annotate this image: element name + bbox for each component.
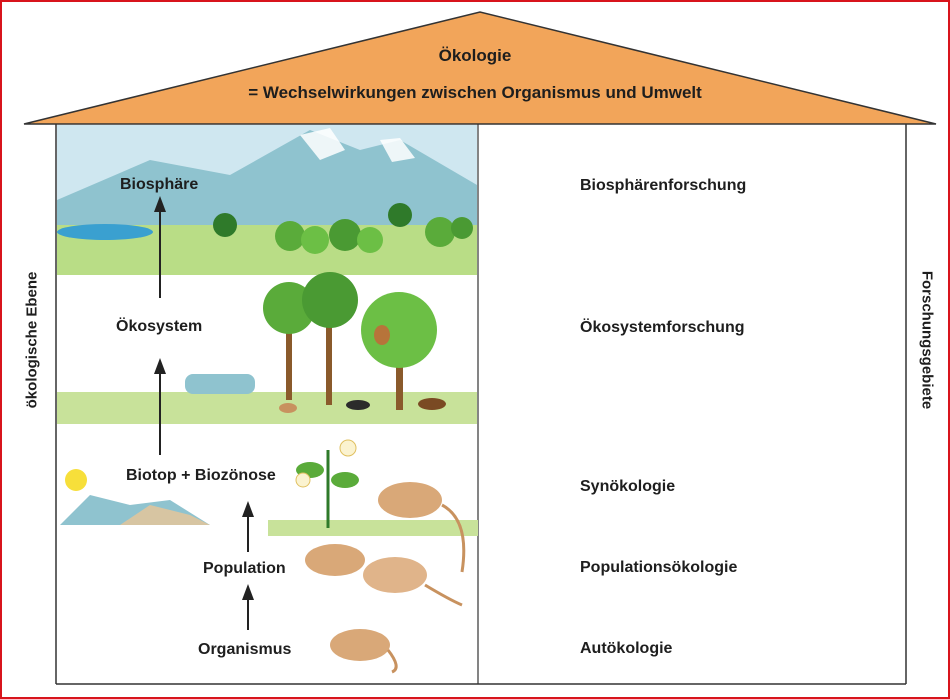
weasel-icon (418, 398, 446, 410)
roof-subtitle: = Wechselwirkungen zwischen Organismus u… (248, 83, 702, 102)
tree-icon (302, 272, 358, 405)
field-population-ecology: Populationsökologie (580, 559, 738, 576)
field-ecosystem-research: Ökosystemforschung (580, 319, 745, 336)
right-side-label: Forschungsgebiete (918, 270, 936, 410)
bush (185, 374, 255, 394)
arrow-up-icon (154, 358, 166, 455)
snow-peak (380, 138, 415, 162)
level-organism: Organismus (198, 641, 292, 658)
mouse-icon (305, 544, 365, 576)
snow-peak (300, 128, 345, 160)
field-autecology: Autökologie (580, 640, 673, 657)
arrow-up-icon (242, 584, 254, 630)
arrow-up-icon (154, 196, 166, 298)
level-biotope-biocoenosis: Biotop + Biozönose (126, 467, 276, 484)
grass-strip (57, 392, 477, 424)
tree-icon (263, 282, 315, 400)
flower-icon (295, 439, 359, 528)
hill (120, 505, 210, 525)
field-biosphere-research: Biosphärenforschung (580, 177, 747, 194)
mountain-icon (57, 130, 477, 240)
arrow-up-icon (242, 501, 254, 552)
mouse-tail (441, 503, 466, 573)
level-ecosystem: Ökosystem (116, 318, 203, 335)
level-population: Population (203, 560, 286, 577)
left-side-label: ökologische Ebene (23, 271, 41, 409)
roof-title: Ökologie (438, 46, 512, 65)
squirrel-icon (374, 325, 390, 345)
sun-icon (65, 469, 87, 491)
bird-icon (346, 400, 370, 410)
lake (57, 224, 153, 240)
mouse-icon (378, 482, 442, 518)
mouse-tail (424, 583, 463, 607)
mouse-icon (279, 403, 297, 413)
roof (23, 11, 937, 125)
mouse-tail (386, 649, 398, 674)
field-synecology: Synökologie (580, 478, 676, 495)
forest (213, 203, 473, 254)
level-biosphere: Biosphäre (120, 176, 199, 193)
mouse-icon (330, 629, 390, 661)
mouse-icon (363, 557, 427, 593)
tree-icon (361, 292, 437, 410)
grass-strip (268, 520, 478, 536)
